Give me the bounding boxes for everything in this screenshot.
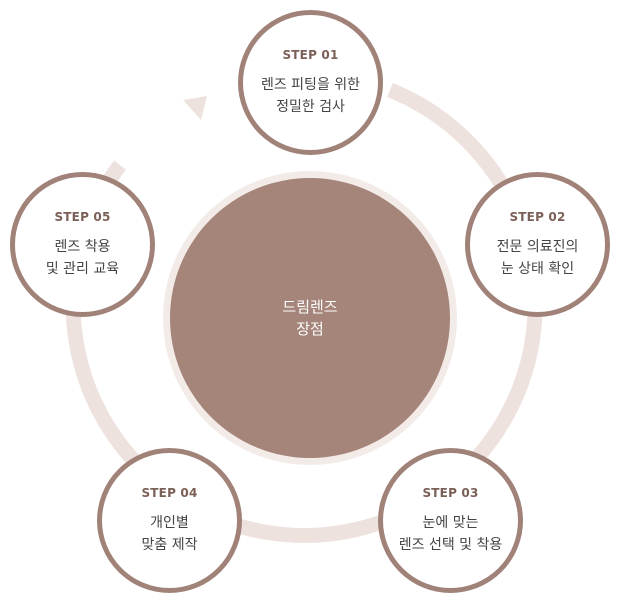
step-03-label: STEP 03 [422,485,479,500]
step-03-circle: STEP 03 눈에 맞는 렌즈 선택 및 착용 [378,448,523,593]
step-01-text-line1: 렌즈 피팅을 위한 [260,76,361,93]
step-02-circle: STEP 02 전문 의료진의 눈 상태 확인 [465,172,610,317]
step-01-text-line2: 정밀한 검사 [276,98,345,115]
step-04-text-line1: 개인별 [150,514,189,531]
step-01-circle: STEP 01 렌즈 피팅을 위한 정밀한 검사 [238,10,383,155]
step-05-circle: STEP 05 렌즈 착용 및 관리 교육 [10,172,155,317]
center-title-line1: 드림렌즈 [282,298,338,316]
step-04-text-line2: 맞춤 제작 [141,536,198,553]
step-03-text-line2: 렌즈 선택 및 착용 [398,536,503,553]
step-05-text-line1: 렌즈 착용 [54,238,111,255]
arrowhead-icon [183,96,207,120]
step-02-text-line1: 전문 의료진의 [496,238,579,255]
center-title-line2: 장점 [296,320,324,338]
step-01-label: STEP 01 [282,47,339,62]
center-circle: 드림렌즈 장점 [170,178,450,458]
step-05-text-line2: 및 관리 교육 [45,260,120,277]
step-03-text-line1: 눈에 맞는 [422,514,479,531]
step-02-text-line2: 눈 상태 확인 [500,260,575,277]
step-04-circle: STEP 04 개인별 맞춤 제작 [97,448,242,593]
step-05-label: STEP 05 [54,209,111,224]
step-02-label: STEP 02 [509,209,566,224]
step-04-label: STEP 04 [141,485,198,500]
